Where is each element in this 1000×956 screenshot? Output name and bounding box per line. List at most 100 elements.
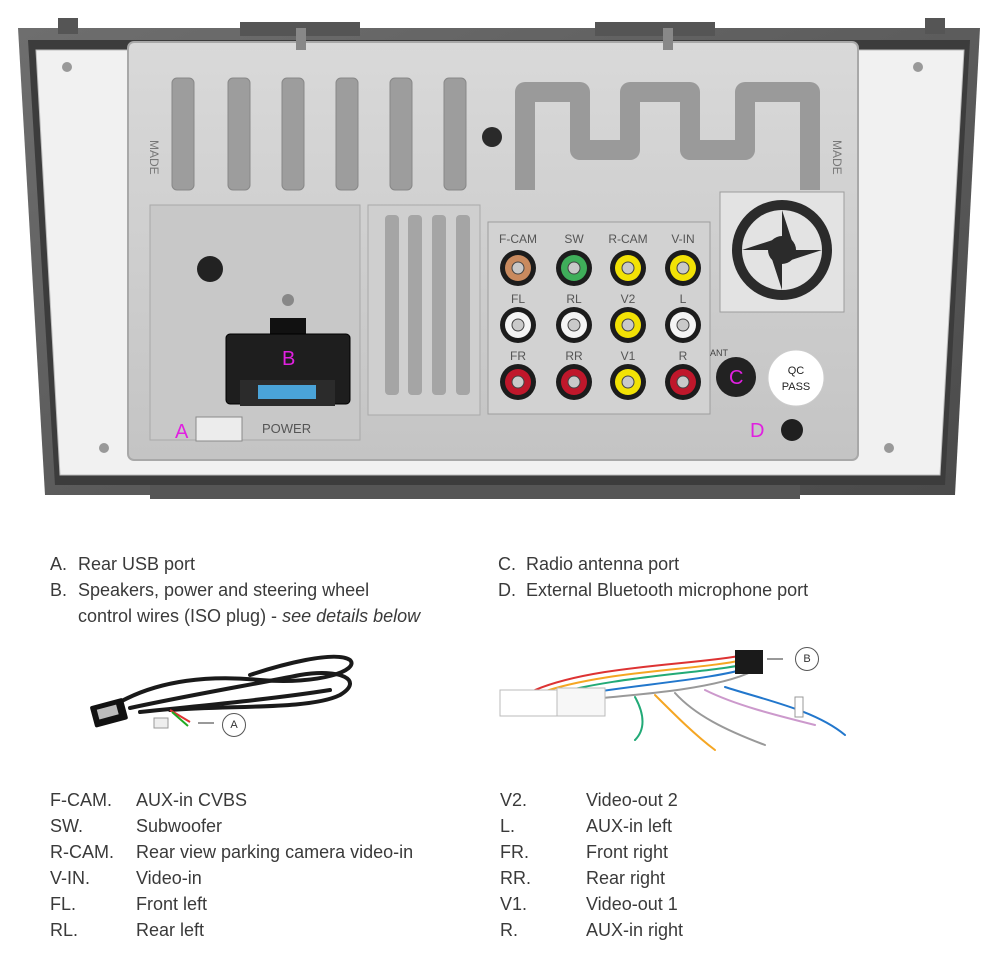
- legend-text: Speakers, power and steering wheel: [78, 580, 370, 600]
- abbreviation-row: V1. Video-out 1: [500, 891, 683, 917]
- legend-text: control wires (ISO plug) -: [78, 606, 283, 626]
- rca-jack-center: [567, 318, 581, 332]
- rca-jack-center: [511, 318, 525, 332]
- abbreviation-code: FR.: [500, 842, 529, 862]
- abbreviation-code: V-IN.: [50, 868, 91, 888]
- abbreviation-meaning: Front left: [136, 894, 208, 914]
- legend-b: B. Speakers, power and steering wheel: [50, 578, 369, 602]
- abbreviation-row: V-IN. Video-in: [50, 865, 413, 891]
- iso-harness-illustration: [499, 650, 846, 751]
- abbreviation-row: FR. Front right: [500, 839, 683, 865]
- rca-label: V1: [621, 349, 636, 363]
- rca-label: FR: [510, 349, 526, 363]
- legend-letter: D.: [498, 580, 516, 600]
- abbreviation-meaning: Video-out 2: [586, 790, 678, 810]
- rca-jack-center: [511, 375, 525, 389]
- rca-label: R-CAM: [608, 232, 647, 246]
- abbreviation-meaning: AUX-in CVBS: [136, 790, 248, 810]
- abbreviation-code: R.: [500, 920, 518, 940]
- legend-d: D. External Bluetooth microphone port: [498, 578, 808, 602]
- iso-harness-label: B: [795, 647, 819, 671]
- rca-jack-center: [621, 375, 635, 389]
- abbreviation-code: F-CAM.: [50, 790, 112, 810]
- rca-jack-center: [676, 375, 690, 389]
- legend-letter: B.: [50, 580, 68, 600]
- qc-text: QC: [788, 365, 805, 377]
- abbreviation-meaning: AUX-in right: [586, 920, 684, 940]
- abbreviation-meaning: Front right: [586, 842, 669, 862]
- usb-port: [195, 416, 243, 442]
- rca-label: RR: [565, 349, 583, 363]
- usb-cable-illustration: [90, 654, 354, 729]
- rca-jack-center: [567, 375, 581, 389]
- antenna-port: [716, 357, 756, 397]
- rca-label: R: [679, 349, 688, 363]
- abbreviation-row: R-CAM. Rear view parking camera video-in: [50, 839, 413, 865]
- abbreviation-meaning: Rear view parking camera video-in: [136, 842, 414, 862]
- pass-text: PASS: [782, 381, 811, 393]
- rca-label: RL: [566, 292, 582, 306]
- abbreviation-code: L.: [500, 816, 516, 836]
- heatsink-pattern: [515, 82, 820, 190]
- abbreviation-meaning: AUX-in left: [586, 816, 673, 836]
- power-label: POWER: [262, 421, 311, 436]
- qc-pass-sticker: [767, 349, 825, 407]
- abbreviation-row: R. AUX-in right: [500, 917, 683, 943]
- abbreviation-row: L. AUX-in left: [500, 813, 683, 839]
- marker-a: A: [175, 421, 189, 443]
- legend-b-continued: control wires (ISO plug) - see details b…: [78, 604, 420, 628]
- abbreviation-row: RL. Rear left: [50, 917, 413, 943]
- abbreviation-code: RL.: [50, 920, 79, 940]
- svg-text:MADE: MADE: [830, 140, 844, 175]
- rca-jack-center: [567, 261, 581, 275]
- legend-text: Rear USB port: [78, 554, 196, 574]
- rca-jack-center: [621, 261, 635, 275]
- see-details-text: see details below: [282, 606, 421, 626]
- svg-text:MADE: MADE: [147, 140, 161, 175]
- abbreviation-meaning: Rear left: [136, 920, 205, 940]
- abbreviation-code: V2.: [500, 790, 528, 810]
- rca-label: V-IN: [671, 232, 694, 246]
- cooling-fan: [719, 191, 845, 313]
- legend-a: A. Rear USB port: [50, 552, 195, 576]
- abbreviation-row: F-CAM. AUX-in CVBS: [50, 787, 413, 813]
- rca-jacks: F-CAM SW R-CAM V-IN FL RL V2 L FR RR V1 R: [499, 232, 701, 400]
- marker-c: C: [729, 367, 743, 389]
- abbreviation-code: SW.: [50, 816, 84, 836]
- abbreviation-meaning: Subwoofer: [136, 816, 223, 836]
- rca-label: SW: [564, 232, 584, 246]
- rca-label: L: [680, 292, 687, 306]
- legend-letter: A.: [50, 554, 68, 574]
- microphone-port: [781, 419, 803, 441]
- abbreviation-code: R-CAM.: [50, 842, 114, 862]
- legend-c: C. Radio antenna port: [498, 552, 679, 576]
- legend-text: External Bluetooth microphone port: [526, 580, 809, 600]
- rca-label: FL: [511, 292, 525, 306]
- abbreviation-meaning: Rear right: [586, 868, 666, 888]
- rca-jack-center: [621, 318, 635, 332]
- legend-letter: C.: [498, 554, 516, 574]
- rca-jack-center: [511, 261, 525, 275]
- marker-d: D: [750, 420, 764, 442]
- abbreviation-row: FL. Front left: [50, 891, 413, 917]
- abbreviation-row: RR. Rear right: [500, 865, 683, 891]
- marker-b: B: [282, 348, 295, 370]
- middle-vent-block: [367, 204, 481, 416]
- vent-slots: [171, 77, 467, 191]
- abbreviation-code: FL.: [50, 894, 77, 914]
- rca-label: F-CAM: [499, 232, 537, 246]
- abbreviation-code: RR.: [500, 868, 531, 888]
- abbreviation-row: SW. Subwoofer: [50, 813, 413, 839]
- usb-cable-label: A: [222, 713, 246, 737]
- rca-jack-center: [676, 318, 690, 332]
- abbreviation-code: V1.: [500, 894, 528, 914]
- legend-text: Radio antenna port: [526, 554, 680, 574]
- abbreviation-meaning: Video-in: [136, 868, 202, 888]
- abbreviation-row: V2. Video-out 2: [500, 787, 683, 813]
- rca-label: V2: [621, 292, 636, 306]
- ant-label: ANT: [710, 348, 729, 358]
- abbreviation-meaning: Video-out 1: [586, 894, 678, 914]
